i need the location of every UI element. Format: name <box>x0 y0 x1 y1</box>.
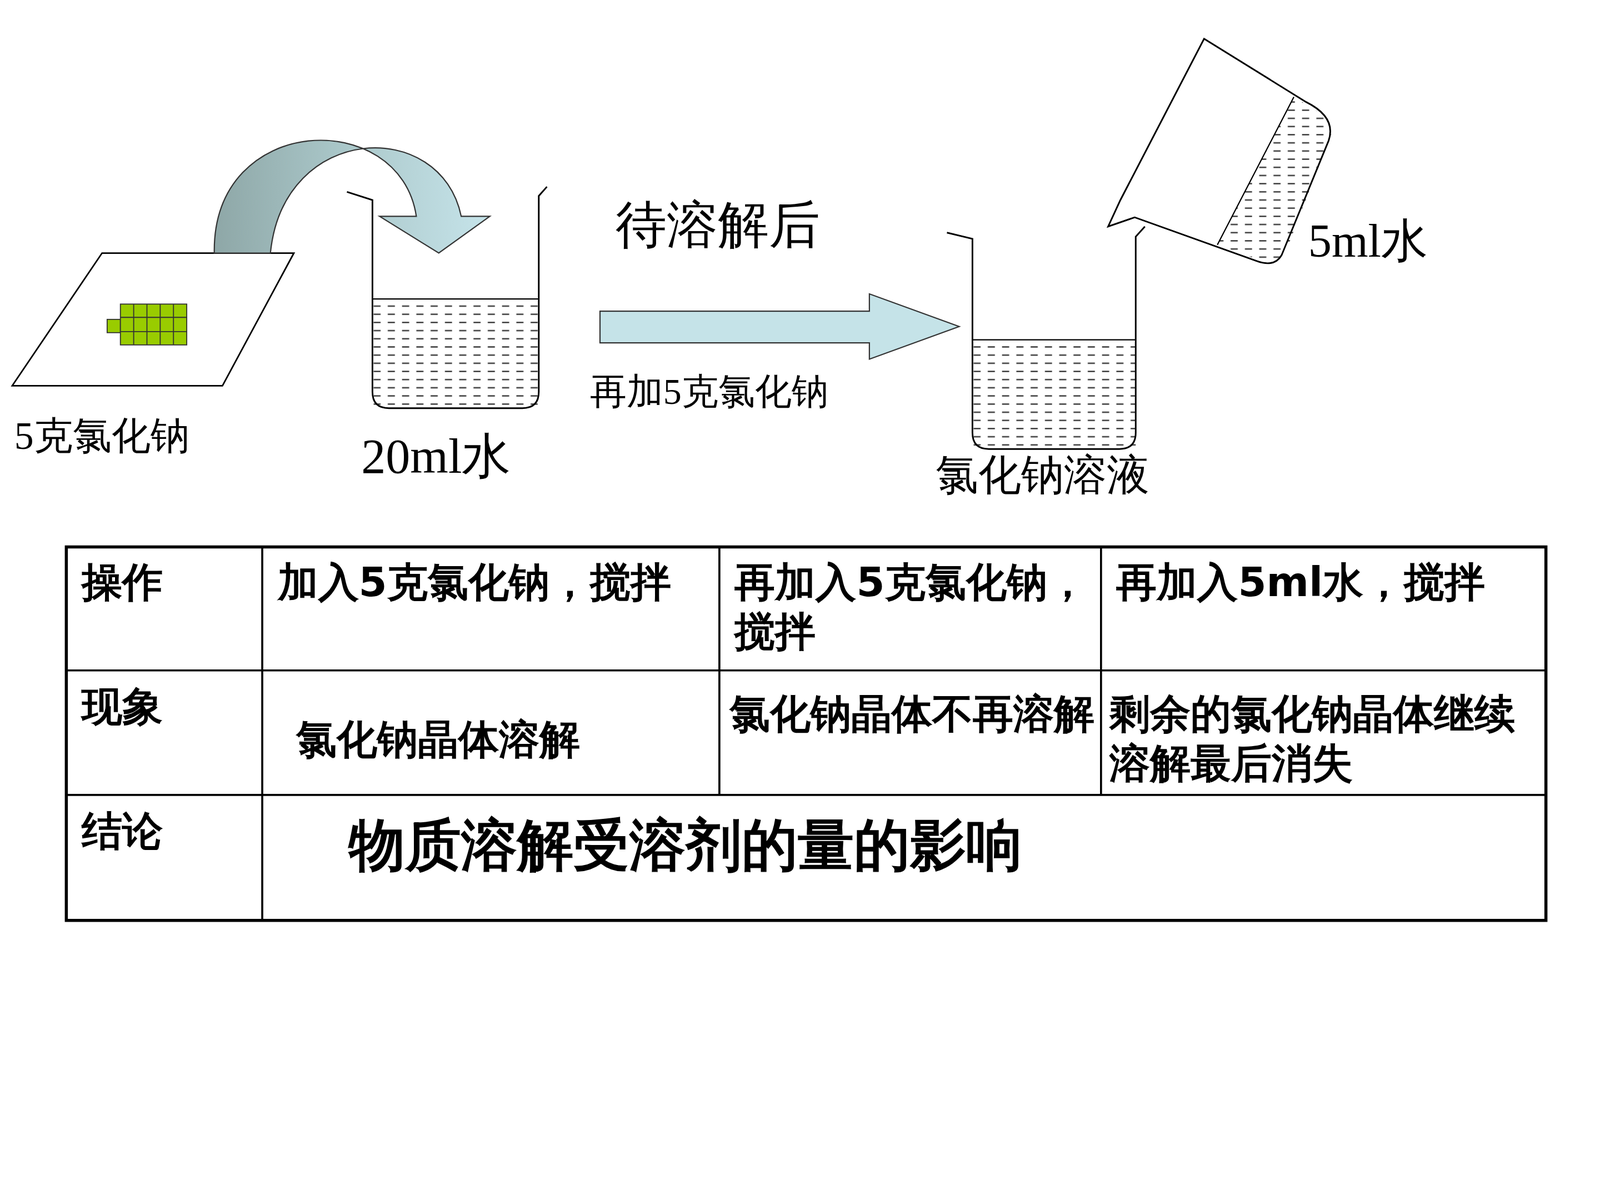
weighing-paper <box>12 253 294 387</box>
tilted-beaker <box>1108 38 1331 264</box>
table-cell: 再加入5克氯化钠，搅拌 <box>734 557 1098 657</box>
solution-label: 氯化钠溶液 <box>935 448 1170 502</box>
conclusion-text: 物质溶解受溶剂的量的影响 <box>348 811 1538 880</box>
water-surface <box>372 298 539 300</box>
pour-arrow <box>214 140 490 254</box>
salt-solution <box>973 340 1136 449</box>
table-header: 现象 <box>81 681 255 732</box>
step-note: 待溶解后 <box>615 193 840 257</box>
water-surface <box>1217 96 1294 245</box>
water-20ml <box>373 298 538 408</box>
volume-label: 20ml水 <box>361 426 540 487</box>
table-header: 结论 <box>81 806 255 857</box>
table-cell: 氯化钠晶体溶解 <box>296 714 715 765</box>
table-header: 操作 <box>81 557 255 608</box>
reagent-label: 5克氯化钠 <box>14 412 234 460</box>
beaker <box>946 226 1145 449</box>
result-table <box>66 546 1546 920</box>
table-cell: 剩余的氯化钠晶体继续溶解最后消失 <box>1109 688 1540 789</box>
table-cell: 氯化钠晶体不再溶解 <box>729 688 1097 739</box>
process-arrow <box>600 293 960 360</box>
table-cell: 加入5克氯化钠，搅拌 <box>277 557 715 608</box>
salt-crystals <box>107 303 187 345</box>
table-cell: 再加入5ml水，搅拌 <box>1116 557 1540 608</box>
beaker <box>346 186 547 409</box>
water-surface <box>972 339 1136 341</box>
volume-label: 5ml水 <box>1308 212 1462 270</box>
step-note: 再加5克氯化钠 <box>590 369 866 415</box>
